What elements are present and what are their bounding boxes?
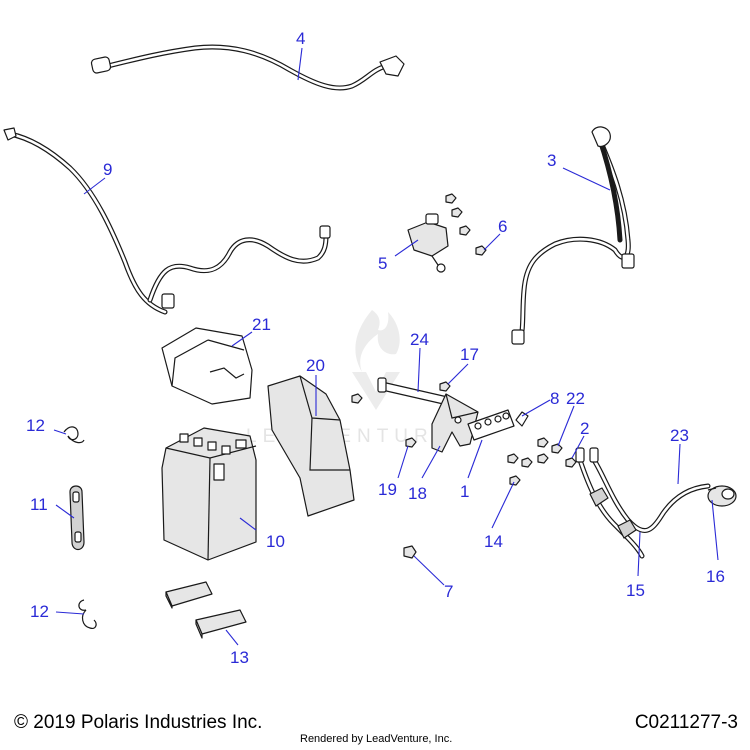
callout-15: 15 <box>626 581 645 600</box>
callout-12-lower: 12 <box>30 602 49 621</box>
part-14-nuts <box>507 453 549 486</box>
callout-18: 18 <box>408 484 427 503</box>
callout-2: 2 <box>580 419 589 438</box>
callout-20: 20 <box>306 356 325 375</box>
callout-21: 21 <box>252 315 271 334</box>
callout-1: 1 <box>460 482 469 501</box>
callout-3: 3 <box>547 151 556 170</box>
callout-8: 8 <box>550 389 559 408</box>
callout-labels: 4 9 3 5 6 21 20 24 17 12 10 11 12 13 19 … <box>26 29 725 667</box>
callout-12-upper: 12 <box>26 416 45 435</box>
part-17-nut <box>439 381 451 392</box>
part-16-socket <box>707 485 737 507</box>
part-20-heat-shield <box>267 375 355 517</box>
copyright-notice: © 2019 Polaris Industries Inc. <box>14 712 263 733</box>
callout-6: 6 <box>498 217 507 236</box>
part-5-solenoid <box>407 213 449 273</box>
part-11-hold-down-strap <box>69 485 85 551</box>
callout-19: 19 <box>378 480 397 499</box>
callout-5: 5 <box>378 254 387 273</box>
callout-14: 14 <box>484 532 503 551</box>
part-9-wire-harness <box>3 127 331 315</box>
part-22-washers <box>537 437 563 454</box>
callout-16: 16 <box>706 567 725 586</box>
callout-24: 24 <box>410 330 429 349</box>
callout-4: 4 <box>296 29 305 48</box>
part-21-battery-cover <box>161 327 253 405</box>
callout-11: 11 <box>30 495 48 514</box>
part-18-bracket <box>431 393 479 453</box>
part-4-battery-cable-top <box>90 44 405 91</box>
callout-23: 23 <box>670 426 689 445</box>
callout-10: 10 <box>266 532 285 551</box>
part-6-nuts <box>445 193 487 256</box>
part-12-clip-upper <box>63 426 85 444</box>
part-2-nut <box>565 457 577 468</box>
rendered-by-credit: Rendered by LeadVenture, Inc. <box>300 733 453 745</box>
part-12-clip-lower <box>78 599 97 629</box>
callout-17: 17 <box>460 345 479 364</box>
callout-9: 9 <box>103 160 112 179</box>
callout-13: 13 <box>230 648 249 667</box>
part-15-connector <box>617 519 637 539</box>
callout-7: 7 <box>444 582 453 601</box>
part-10-battery <box>161 427 257 561</box>
part-3-battery-cable-right <box>511 126 635 345</box>
part-13-pads <box>165 581 247 639</box>
leader-lines <box>53 47 719 646</box>
part-23-wire-harness <box>575 447 711 559</box>
part-1-terminal-block <box>467 409 515 441</box>
part-19-screws <box>351 393 417 448</box>
drawing-number: C0211277-3 <box>634 712 738 733</box>
callout-22: 22 <box>566 389 585 408</box>
part-7-bolt <box>403 545 417 559</box>
part-8-fuse <box>515 411 529 427</box>
